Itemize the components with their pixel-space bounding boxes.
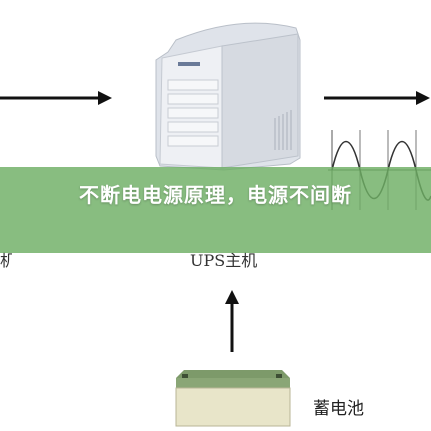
battery-icon bbox=[175, 370, 291, 427]
arrow-up-icon bbox=[225, 290, 239, 352]
banner-title: 不断电电源原理，电源不间断 bbox=[79, 183, 352, 207]
title-banner bbox=[0, 167, 431, 253]
input-arrow-icon bbox=[0, 91, 112, 105]
output-arrow-icon bbox=[324, 91, 430, 105]
ups-cabinet-icon bbox=[155, 22, 301, 171]
battery-label: 蓄电池 bbox=[313, 399, 364, 419]
ups-host-label: UPS主机 bbox=[190, 251, 258, 270]
left-device-label: 机 bbox=[0, 251, 12, 270]
